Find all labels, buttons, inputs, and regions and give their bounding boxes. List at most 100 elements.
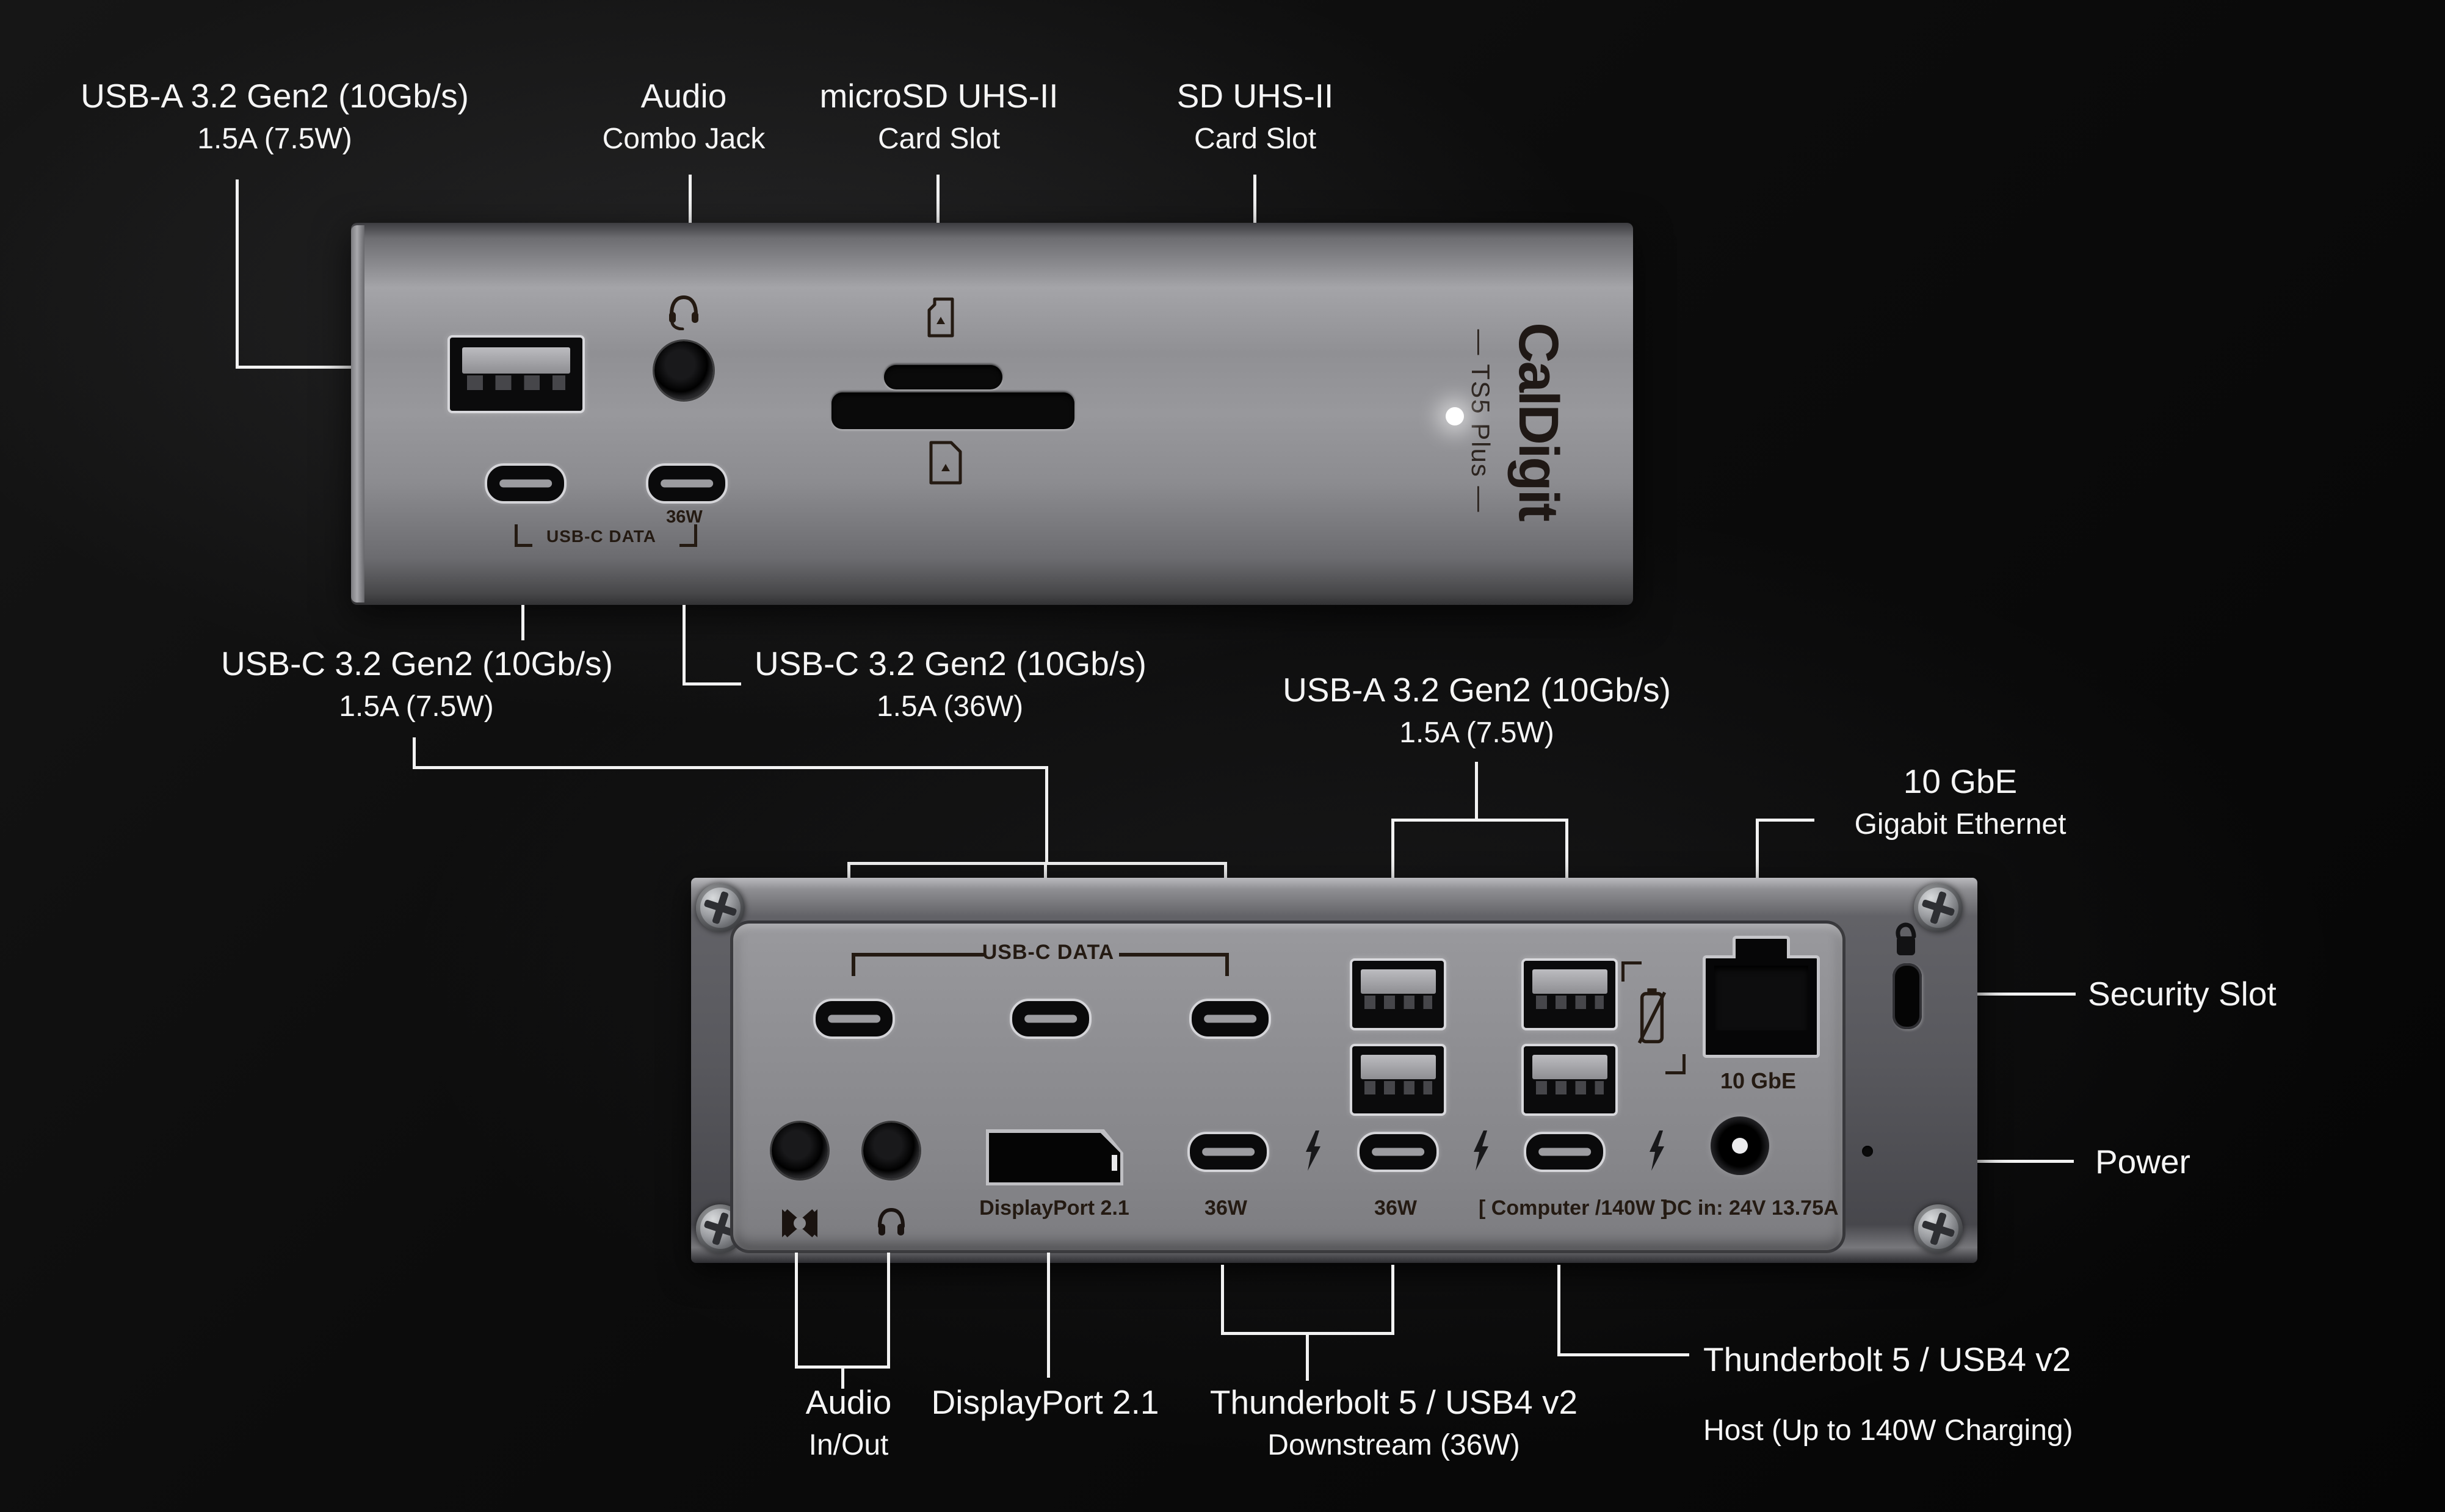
- callout-usb-c-front-2-line2: 1.5A (36W): [876, 690, 1024, 723]
- displayport-latch: [1112, 1155, 1117, 1171]
- dock-back-panel: USB-C DATA: [691, 878, 1977, 1263]
- leader-line: [236, 366, 448, 369]
- audio-inout-icon: [780, 1206, 820, 1241]
- usb-c-slot: [1372, 1148, 1424, 1156]
- sd-card-slot: [831, 392, 1074, 429]
- callout-power: Power: [2095, 1140, 2445, 1183]
- leader-line: [1475, 762, 1478, 822]
- bracket-mark: [515, 524, 532, 547]
- screw-icon: [1914, 1204, 1963, 1253]
- usb-c-data-port-2: [1010, 999, 1092, 1039]
- callout-tb-host-line1: Thunderbolt 5 / USB4 v2: [1703, 1340, 2071, 1378]
- leader-line: [847, 862, 1227, 865]
- usb-a-pins: [1364, 996, 1432, 1010]
- callout-audio-io-line1: Audio: [805, 1383, 892, 1421]
- usb-c-port-front-2: [646, 463, 728, 504]
- usb-a-tongue: [1532, 969, 1607, 994]
- callout-security-line1: Security Slot: [2088, 975, 2277, 1013]
- audio-in-jack-port: [772, 1123, 828, 1179]
- callout-microsd-line2: Card Slot: [877, 123, 1001, 155]
- callout-usb-c-front-2: USB-C 3.2 Gen2 (10Gb/s) 1.5A (36W): [755, 642, 1146, 729]
- callout-usb-c-front-1-line2: 1.5A (7.5W): [339, 690, 494, 723]
- callout-displayport: DisplayPort 2.1: [850, 1381, 1241, 1423]
- leader-line: [1391, 1265, 1394, 1335]
- leader-line: [1557, 1353, 1689, 1356]
- brand-block: CalDigit — TS5 Plus —: [1404, 305, 1624, 537]
- tb-host-print: [ Computer /140W ]: [1479, 1196, 1668, 1220]
- leader-line: [1391, 819, 1394, 922]
- bracket-mark: [1119, 953, 1229, 957]
- front-usbc-data-print: USB-C DATA: [546, 527, 657, 546]
- back-usbc-data-print: USB-C DATA: [982, 941, 1115, 964]
- leader-line: [1045, 766, 1048, 865]
- screw-icon: [1914, 883, 1963, 932]
- battery-charging-disabled-icon: [1621, 961, 1686, 1074]
- callout-usb-c-front-2-line1: USB-C 3.2 Gen2 (10Gb/s): [755, 645, 1146, 682]
- usb-a-port-front: [447, 335, 585, 413]
- thunderbolt-port-2: [1357, 1132, 1439, 1172]
- callout-audio-combo-line1: Audio: [640, 77, 727, 115]
- dc-power-pin: [1732, 1138, 1748, 1154]
- leader-line: [683, 682, 741, 685]
- leader-line: [1306, 1332, 1309, 1381]
- usb-a-port-back-1: [1350, 958, 1446, 1030]
- usb-a-tongue: [1532, 1055, 1607, 1079]
- tb-36w-print-2: 36W: [1374, 1196, 1417, 1220]
- audio-combo-jack-port: [654, 341, 713, 400]
- leader-line: [1047, 1253, 1050, 1378]
- unlock-icon: [1891, 919, 1919, 960]
- screw-icon: [696, 883, 745, 932]
- leader-line: [1557, 1265, 1560, 1356]
- callout-usb-c-front-1-line1: USB-C 3.2 Gen2 (10Gb/s): [221, 645, 613, 682]
- callout-usb-a-back-line2: 1.5A (7.5W): [1399, 717, 1554, 749]
- callout-usb-c-front-1: USB-C 3.2 Gen2 (10Gb/s) 1.5A (7.5W): [221, 642, 613, 729]
- usb-a-pins: [1364, 1081, 1432, 1095]
- power-led: [1446, 407, 1464, 425]
- leader-line: [413, 766, 1048, 769]
- usb-c-data-port-3: [1189, 999, 1271, 1039]
- callout-displayport-line1: DisplayPort 2.1: [931, 1383, 1159, 1421]
- callout-sd: SD UHS-II Card Slot: [1103, 74, 1408, 161]
- ethernet-port: [1703, 936, 1820, 1058]
- callout-audio-io-line2: In/Out: [808, 1429, 889, 1461]
- displayport-inner: [989, 1133, 1120, 1182]
- callout-sd-line1: SD UHS-II: [1176, 77, 1334, 115]
- usb-a-port-back-4: [1521, 1044, 1618, 1116]
- thunderbolt-icon: [1303, 1130, 1324, 1171]
- callout-usb-a-back-line1: USB-A 3.2 Gen2 (10Gb/s): [1283, 671, 1671, 709]
- leader-line: [236, 179, 239, 369]
- callout-usb-a-back: USB-A 3.2 Gen2 (10Gb/s) 1.5A (7.5W): [1281, 668, 1672, 755]
- bracket-mark: [679, 524, 697, 547]
- kensington-slot: [1893, 963, 1922, 1029]
- thunderbolt-port-1: [1187, 1132, 1269, 1172]
- callout-tb-downstream-line1: Thunderbolt 5 / USB4 v2: [1209, 1383, 1578, 1421]
- microsd-card-icon: [925, 297, 956, 338]
- ethernet-port-inner: [1714, 966, 1808, 1030]
- tb-36w-print-1: 36W: [1204, 1196, 1247, 1220]
- usb-a-pins: [1535, 996, 1604, 1010]
- dc-power-port: [1711, 1116, 1769, 1175]
- usb-a-port-back-3: [1350, 1044, 1446, 1116]
- usb-c-slot: [661, 479, 713, 488]
- usb-c-slot: [1204, 1015, 1256, 1023]
- displayport-print: DisplayPort 2.1: [979, 1196, 1129, 1220]
- reset-pinhole: [1862, 1146, 1873, 1157]
- callout-ethernet: 10 GbE Gigabit Ethernet: [1808, 760, 2113, 847]
- usb-c-data-port-1: [813, 999, 895, 1039]
- usb-a-tongue: [1360, 969, 1436, 994]
- leader-line: [1756, 819, 1759, 919]
- usb-c-port-front-1: [485, 463, 567, 504]
- leader-line: [521, 605, 524, 640]
- bracket-mark: [852, 953, 855, 976]
- callout-microsd-line1: microSD UHS-II: [819, 77, 1059, 115]
- usb-c-slot: [1202, 1148, 1255, 1156]
- displayport-port: [986, 1129, 1123, 1185]
- leader-line: [683, 605, 686, 685]
- leader-line: [1938, 993, 2076, 996]
- callout-security: Security Slot: [2088, 972, 2445, 1015]
- leader-line: [1221, 1265, 1224, 1335]
- leader-line: [887, 1253, 890, 1369]
- brand-logo-text: CalDigit: [1507, 322, 1570, 520]
- usb-a-pins: [467, 375, 565, 391]
